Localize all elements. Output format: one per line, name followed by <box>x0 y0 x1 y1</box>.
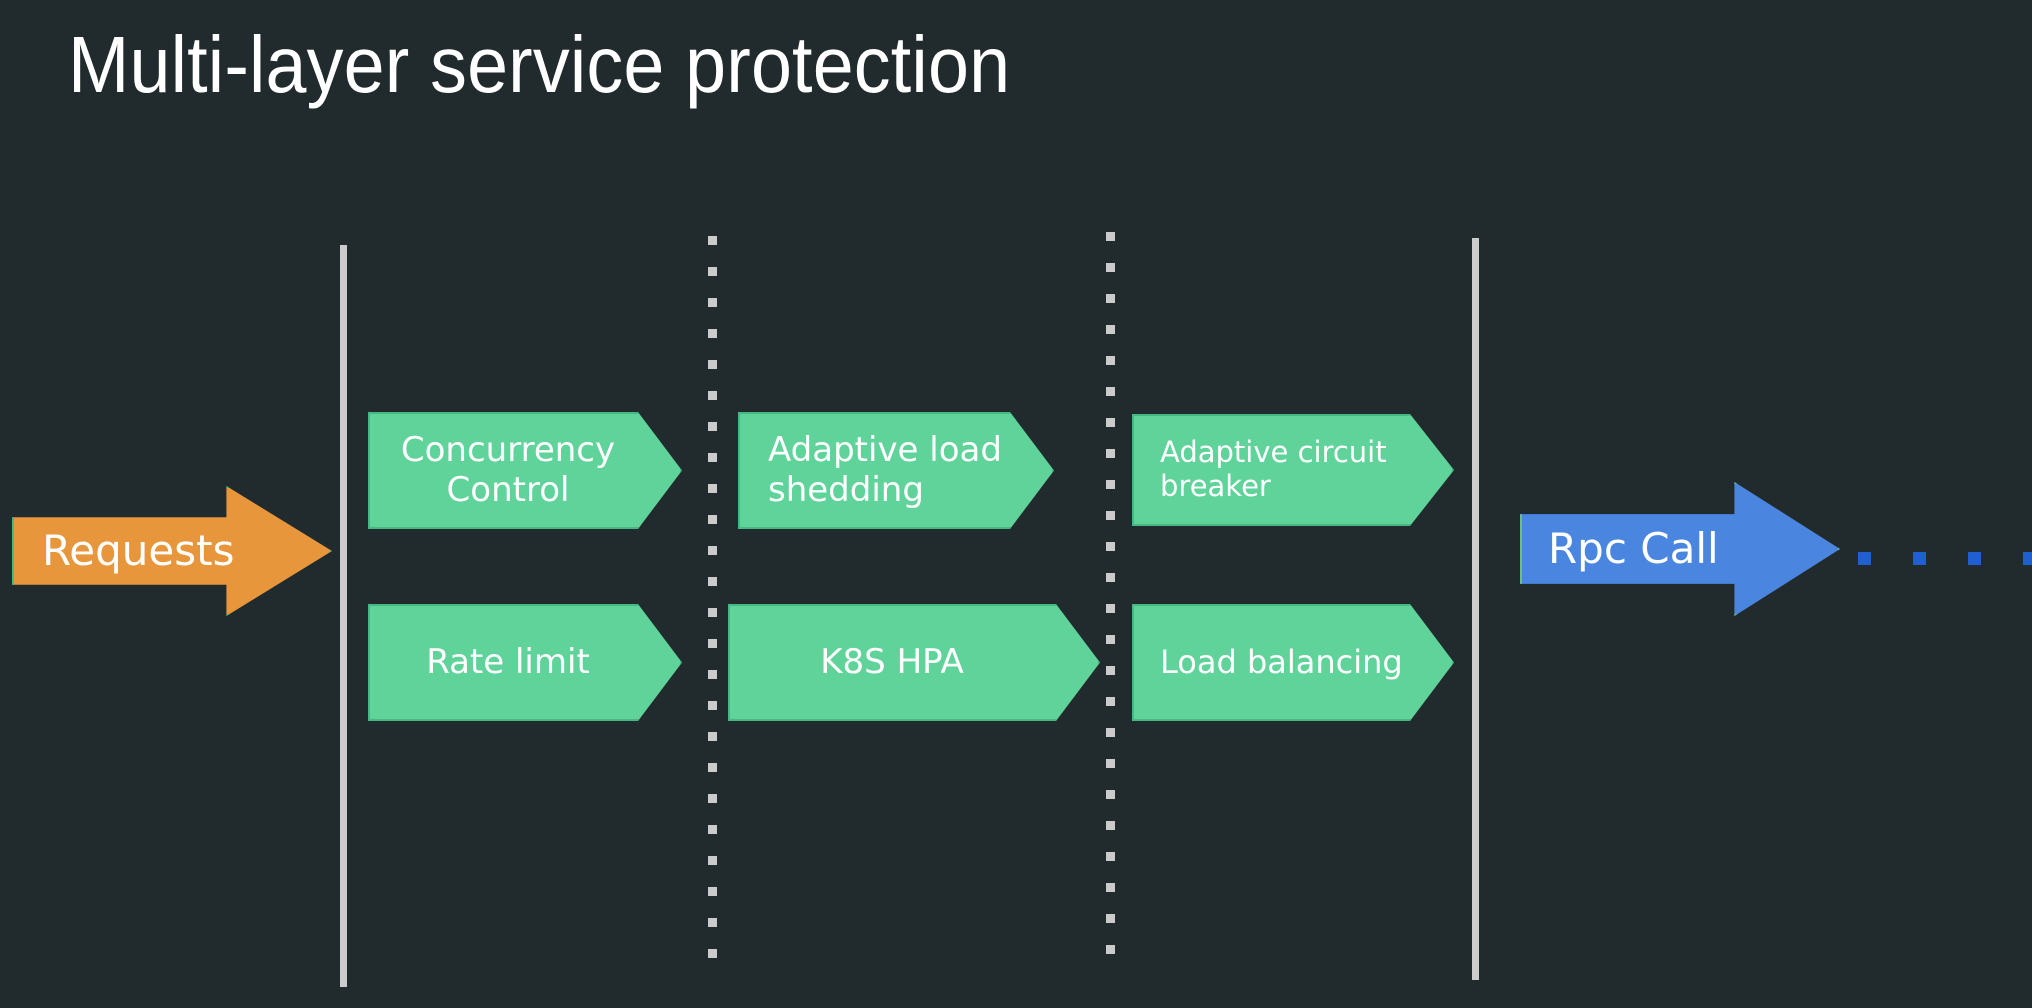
trailing-dot <box>1968 552 1981 565</box>
stage-2-bottom-arrow[interactable]: K8S HPA <box>728 604 1100 721</box>
stage-2-top-arrow-label: Adaptive load shedding <box>768 429 1002 510</box>
stage-1-bottom-arrow-label: Rate limit <box>426 641 590 682</box>
rpc-call-arrow[interactable]: Rpc Call <box>1520 482 1840 616</box>
left-solid-line <box>340 245 347 987</box>
trailing-dot <box>1913 552 1926 565</box>
stage-1-top-arrow[interactable]: Concurrency Control <box>368 412 682 529</box>
trailing-dot <box>1858 552 1871 565</box>
stage-1-bottom-arrow[interactable]: Rate limit <box>368 604 682 721</box>
dotted-line-2 <box>1106 232 1115 966</box>
rpc-call-arrow-label: Rpc Call <box>1548 524 1719 574</box>
requests-arrow-label: Requests <box>42 526 235 576</box>
page-title: Multi-layer service protection <box>68 20 1011 109</box>
trailing-dot <box>2023 552 2032 565</box>
stage-3-top-arrow[interactable]: Adaptive circuit breaker <box>1132 414 1454 526</box>
stage-2-bottom-arrow-label: K8S HPA <box>820 641 964 682</box>
requests-arrow[interactable]: Requests <box>12 486 332 616</box>
right-solid-line <box>1472 238 1479 980</box>
stage-3-bottom-arrow[interactable]: Load balancing <box>1132 604 1454 721</box>
stage-3-top-arrow-label: Adaptive circuit breaker <box>1160 435 1387 503</box>
stage-2-top-arrow[interactable]: Adaptive load shedding <box>738 412 1054 529</box>
dotted-line-1 <box>708 236 717 970</box>
stage-1-top-arrow-label: Concurrency Control <box>400 429 616 510</box>
trailing-dots <box>1858 552 2032 565</box>
stage-3-bottom-arrow-label: Load balancing <box>1160 642 1403 681</box>
